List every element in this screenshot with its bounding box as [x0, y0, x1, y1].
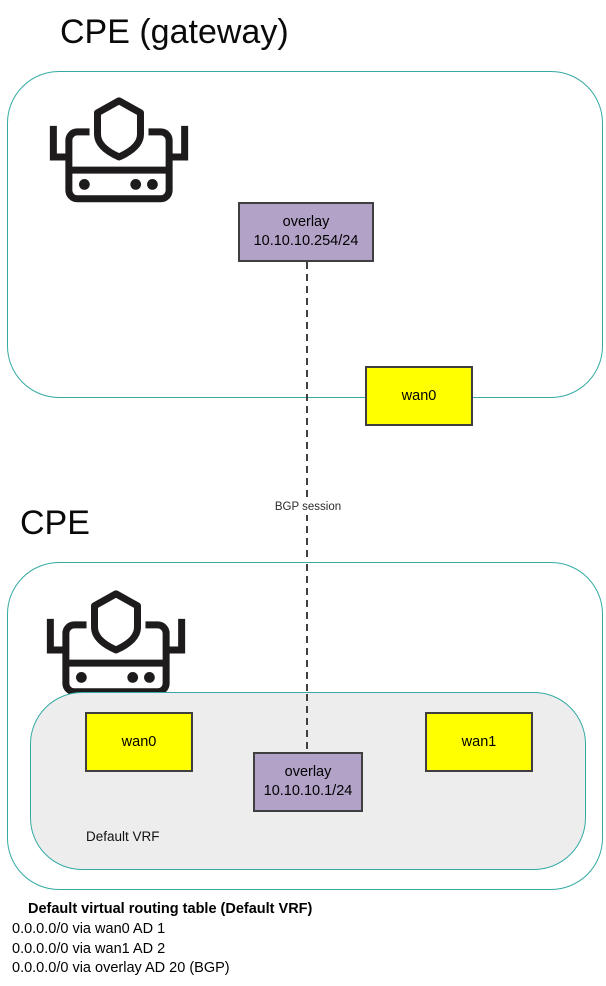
- gateway-wan0-interface-box: wan0: [365, 366, 473, 426]
- cpe-wan0-interface-box: wan0: [85, 712, 193, 772]
- secure-router-icon: [42, 589, 190, 699]
- gateway-overlay-interface-box: overlay 10.10.10.254/24: [238, 202, 374, 262]
- interface-name: wan0: [401, 387, 437, 404]
- cpe-overlay-interface-box: overlay 10.10.10.1/24: [253, 752, 363, 812]
- interface-name: wan0: [121, 733, 157, 750]
- shield-icon: [98, 101, 141, 157]
- route-entry: 0.0.0.0/0 via wan0 AD 1: [12, 921, 166, 937]
- interface-name: overlay: [284, 764, 332, 780]
- bgp-session-line-lower: [306, 564, 308, 752]
- interface-address: 10.10.10.254/24: [253, 233, 359, 249]
- cpe-title: CPE: [20, 504, 90, 542]
- interface-address: 10.10.10.1/24: [263, 783, 353, 799]
- gateway-title: CPE (gateway): [60, 13, 289, 51]
- cpe-wan1-interface-box: wan1: [425, 712, 533, 772]
- interface-name: wan1: [461, 733, 497, 750]
- route-entry: 0.0.0.0/0 via overlay AD 20 (BGP): [12, 960, 230, 976]
- shield-icon: [95, 594, 138, 650]
- secure-router-icon: [45, 96, 193, 206]
- vrf-label: Default VRF: [86, 829, 160, 844]
- route-entry: 0.0.0.0/0 via wan1 AD 2: [12, 940, 166, 957]
- routing-table: Default virtual routing table (Default V…: [12, 900, 312, 979]
- bgp-session-label: BGP session: [271, 499, 345, 515]
- bgp-session-line-vrf: [306, 694, 308, 752]
- interface-name: overlay: [282, 214, 330, 230]
- routing-table-title: Default virtual routing table (Default V…: [28, 901, 313, 917]
